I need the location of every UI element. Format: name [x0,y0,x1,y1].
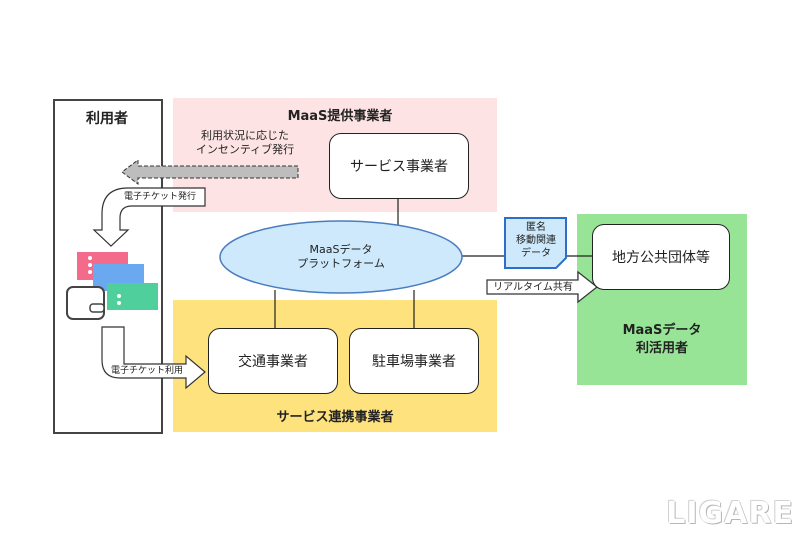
incentive-label-line1: 利用状況に応じた [201,129,289,142]
ticket-wallet-icon [66,252,158,320]
data-user-title: MaaSデータ 利活用者 [577,322,747,358]
anon-data-line1: 匿名 [526,222,546,233]
anon-data-line2: 移動関連 [516,235,556,246]
anon-data-line3: データ [521,248,551,259]
anon-data-label: 匿名 移動関連 データ [505,221,567,260]
incentive-arrow [121,159,299,185]
local-government-node[interactable]: 地方公共団体等 [592,224,730,290]
service-provider-node[interactable]: サービス事業者 [329,133,469,199]
ticket-use-label: 電子チケット利用 [110,366,183,376]
maas-provider-title: MaaS提供事業者 [287,109,393,124]
service-partner-title: サービス連携事業者 [276,410,394,425]
user-title: 利用者 [86,111,128,127]
platform-ellipse [219,220,463,294]
ticket-use-arrow [101,326,206,390]
incentive-label: 利用状況に応じた インセンティブ発行 [190,129,300,157]
realtime-share-arrow [486,270,598,304]
platform-line1: MaaSデータ [309,243,373,256]
parking-operator-node[interactable]: 駐車場事業者 [349,328,479,394]
anon-data-doc-icon [504,217,567,269]
realtime-share-label: リアルタイム共有 [493,282,573,293]
platform-line2: プラットフォーム [297,257,385,270]
platform-label: MaaSデータ プラットフォーム [261,243,421,271]
ligare-logo: LIGARE [666,496,794,531]
transport-operator-node[interactable]: 交通事業者 [208,328,338,394]
ticket-issue-label: 電子チケット発行 [123,192,196,202]
data-user-title-line1: MaaSデータ [622,323,702,338]
data-user-title-line2: 利活用者 [635,341,688,356]
ticket-issue-arrow [92,187,206,247]
incentive-label-line2: インセンティブ発行 [195,143,295,156]
